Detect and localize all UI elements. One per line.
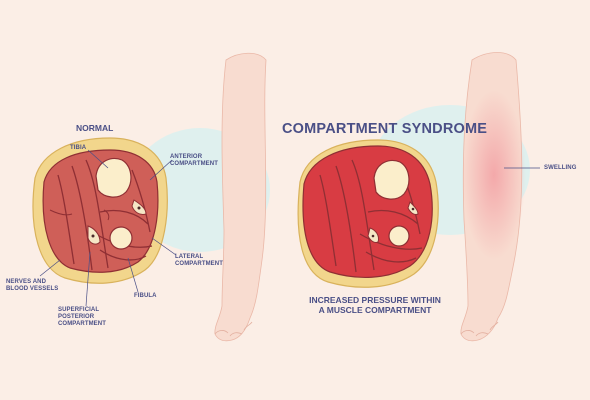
label-swelling: SWELLING [544,165,577,171]
normal-cross-section [32,137,168,284]
swollen-leg [460,52,526,342]
label-fibula: FIBULA [134,293,157,299]
swelling-area [462,90,526,260]
swollen-cross-section [297,139,439,288]
normal-leg [214,52,267,342]
leader-lines [39,149,540,307]
label-tibia: TIBIA [70,145,87,151]
syndrome-title: COMPARTMENT SYNDROME [282,121,488,137]
label-lateral-compartment: LATERAL COMPARTMENT [175,254,223,267]
normal-title: NORMAL [76,123,114,133]
syndrome-caption: INCREASED PRESSURE WITHIN A MUSCLE COMPA… [309,295,441,315]
label-superficial-posterior-compartment: SUPERFICIAL POSTERIOR COMPARTMENT [58,307,106,327]
label-nerves-and-blood-vessels: NERVES AND BLOOD VESSELS [6,279,59,292]
label-anterior-compartment: ANTERIOR COMPARTMENT [170,154,218,167]
